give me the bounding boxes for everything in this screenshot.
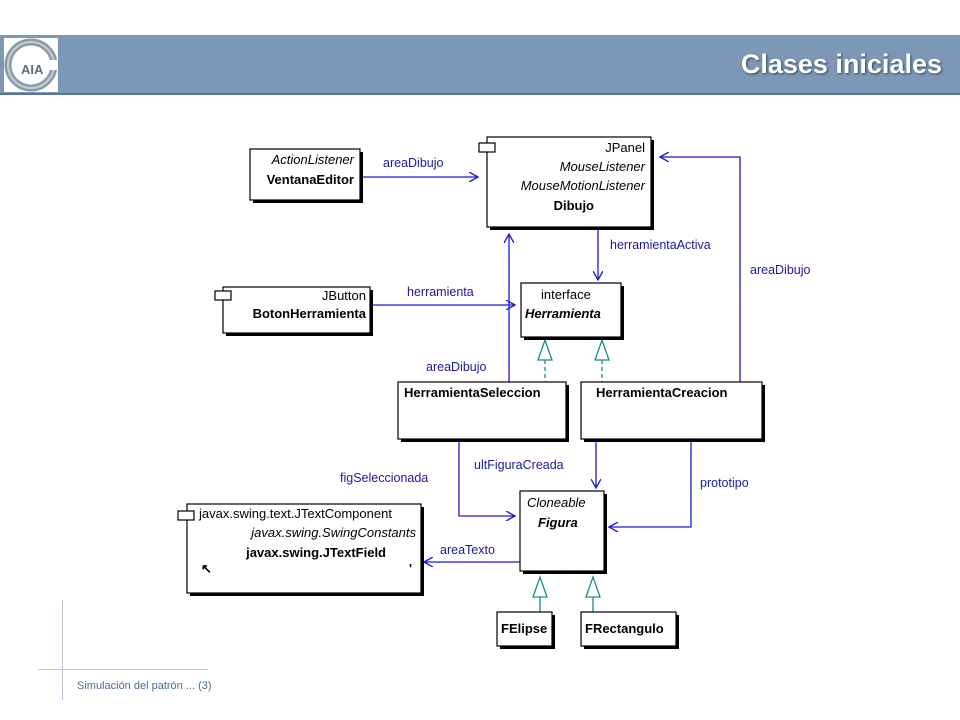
dibujo-interface-2: MouseMotionListener: [521, 178, 646, 193]
boton-superclass: JButton: [322, 288, 366, 303]
inherit-arrow-felipse: [532, 575, 548, 598]
class-ventana-editor: [249, 148, 361, 201]
component-icon-jtextfield: [177, 510, 195, 521]
assoc-seleccion-figura: [458, 439, 515, 516]
slide-footer: Simulación del patrón ... (3): [77, 680, 212, 692]
class-figura: [519, 490, 605, 572]
class-herramienta-creacion: [580, 381, 763, 440]
class-frectangulo: [580, 611, 677, 647]
component-icon-dibujo: [478, 142, 496, 153]
jtextfield-name: javax.swing.JTextField: [245, 545, 386, 560]
realize-arrow-seleccion: [537, 338, 553, 361]
interface-herramienta: [520, 282, 622, 338]
header-divider: [0, 93, 960, 95]
ventana-name: VentanaEditor: [267, 172, 354, 187]
label-figura-creada: ultFiguraCreada: [474, 458, 564, 472]
gaia-logo: AIA: [4, 38, 58, 92]
class-felipse: [496, 611, 553, 647]
figura-name: Figura: [538, 515, 578, 530]
label-ventana-dibujo: areaDibujo: [383, 156, 444, 170]
label-seleccion-dibujo: areaDibujo: [426, 360, 487, 374]
frectangulo-name: FRectangulo: [585, 621, 664, 636]
creacion-name: HerramientaCreacion: [596, 385, 728, 400]
realize-arrow-creacion: [594, 338, 610, 361]
assoc-creacion-figura: [609, 439, 692, 527]
ventana-stereotype: ActionListener: [271, 152, 355, 167]
jtextfield-resize-mark: ↖: [201, 561, 212, 576]
jtextfield-superclass: javax.swing.text.JTextComponent: [198, 506, 392, 521]
label-creacion-dibujo: areaDibujo: [750, 263, 811, 277]
dibujo-name: Dibujo: [554, 198, 594, 213]
class-dibujo: [486, 136, 652, 228]
felipse-name: FElipse: [501, 621, 547, 636]
dibujo-superclass: JPanel: [605, 140, 645, 155]
jtextfield-interface: javax.swing.SwingConstants: [249, 525, 416, 540]
class-herramienta-seleccion: [397, 381, 567, 440]
boton-name: BotonHerramienta: [253, 306, 367, 321]
herramienta-stereotype: interface: [541, 287, 591, 302]
herramienta-name: Herramienta: [525, 306, 601, 321]
class-boton-herramienta: [222, 286, 371, 334]
figura-interface: Cloneable: [527, 495, 586, 510]
slide-title: Clases iniciales: [740, 49, 942, 79]
label-seleccion-figura: figSeleccionada: [340, 471, 428, 485]
footer-vertical-line: [62, 600, 63, 700]
jtextfield-corner-mark: ': [409, 561, 412, 576]
label-creacion-figura: prototipo: [700, 476, 749, 490]
footer-horizontal-line: [38, 669, 208, 670]
class-jtextfield: [186, 503, 422, 594]
inherit-arrow-frect: [585, 575, 601, 598]
slide-header: [0, 35, 960, 93]
assoc-creacion-dibujo: [660, 157, 741, 382]
seleccion-name: HerramientaSeleccion: [404, 385, 541, 400]
dibujo-interface-1: MouseListener: [560, 159, 646, 174]
label-dibujo-herramienta: herramientaActiva: [610, 238, 711, 252]
label-boton-herramienta: herramienta: [407, 285, 474, 299]
svg-text:AIA: AIA: [21, 62, 44, 77]
component-icon-boton: [214, 290, 232, 301]
label-figura-texto: areaTexto: [440, 543, 495, 557]
